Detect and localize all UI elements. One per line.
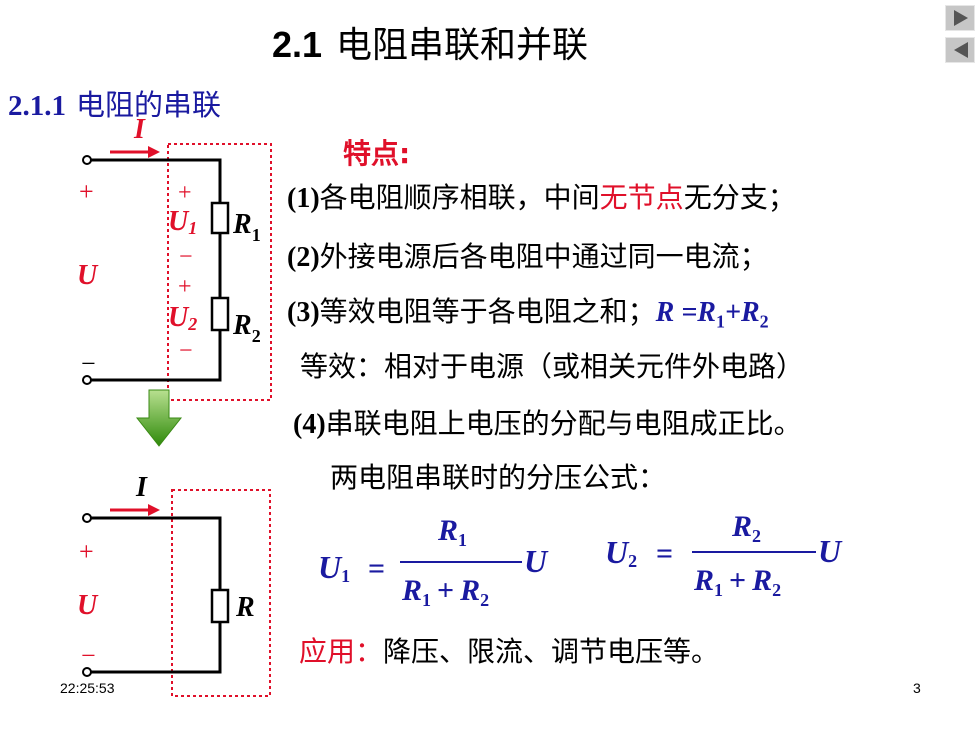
feature-item-4: (4)串联电阻上电压的分配与电阻成正比。	[293, 407, 802, 440]
u1-multiplier: U	[524, 543, 549, 579]
u2-denominator: R1+R2	[693, 564, 781, 600]
section-heading: 2.1.1 电阻的串联	[8, 82, 221, 124]
wire-bottom	[91, 330, 222, 382]
play-right-icon	[954, 10, 968, 26]
u1-equals: =	[368, 552, 385, 585]
section-number: 2.1.1	[8, 90, 66, 122]
next-slide-button[interactable]	[945, 5, 975, 31]
title-text: 电阻串联和并联	[336, 25, 589, 66]
u2-multiplier: U	[818, 533, 843, 569]
r-label: R	[235, 592, 255, 623]
r1-label: R1	[232, 209, 261, 245]
u2-minus: −	[179, 338, 193, 364]
feature-heading: 特点:	[343, 137, 411, 170]
current-label: I	[135, 472, 148, 503]
terminal-top	[82, 155, 92, 165]
source-minus: −	[81, 349, 96, 378]
u2-numerator: R2	[731, 510, 761, 546]
slide-title: 2.1 电阻串联和并联	[272, 16, 588, 68]
equivalent-note: 等效：相对于电源（或相关元件外电路）	[300, 350, 805, 383]
u2-equals: =	[656, 537, 673, 570]
u1-denominator: R1+R2	[401, 574, 489, 610]
equivalent-resistance-formula: R =R1+R2	[655, 297, 769, 332]
source-minus: −	[81, 641, 96, 670]
prev-slide-button[interactable]	[945, 37, 975, 63]
source-u-label: U	[77, 590, 99, 621]
source-plus: +	[79, 537, 94, 566]
series-box	[167, 143, 272, 401]
wire-bottom	[91, 622, 222, 674]
feature-item-1: (1)各电阻顺序相联，中间无节点无分支；	[287, 181, 796, 214]
slide-page-number: 3	[913, 680, 921, 696]
title-number: 2.1	[272, 24, 323, 65]
u2-plus: +	[178, 274, 192, 300]
application-line: 应用：降压、限流、调节电压等。	[299, 630, 719, 670]
source-plus: +	[79, 177, 94, 206]
voltage-divider-formulas: U1 = R1 R1+R2 U U2 = R2 R1+R2 U	[318, 510, 843, 610]
series-circuit-diagram: I + U − + U1 − R1 + U2 − R2	[77, 114, 272, 401]
application-label: 应用：	[299, 635, 384, 668]
feature-item-3: (3)等效电阻等于各电阻之和；R =R1+R2	[287, 295, 769, 332]
u1-numerator: R1	[437, 514, 467, 550]
u2-lhs: U2	[605, 534, 637, 571]
voltage-divider-heading: 两电阻串联时的分压公式：	[330, 461, 667, 494]
feature-item-2: (2)外接电源后各电阻中通过同一电流；	[287, 240, 768, 273]
slide-timestamp: 22:25:53	[60, 680, 115, 696]
u1-label: U1	[168, 206, 197, 238]
current-label: I	[133, 114, 146, 145]
current-arrowhead	[148, 504, 160, 516]
r2-label: R2	[232, 310, 261, 346]
source-u-label: U	[77, 260, 99, 291]
equivalent-circuit-diagram: I + U − R	[77, 472, 271, 697]
equivalent-arrow-icon	[135, 389, 183, 447]
section-text: 电阻的串联	[76, 88, 222, 122]
resistor-r	[210, 588, 230, 624]
resistor-r1	[210, 201, 230, 235]
resistor-r2	[210, 296, 230, 332]
u2-label: U2	[168, 302, 197, 334]
application-text: 降压、限流、调节电压等。	[383, 635, 720, 668]
equivalent-box	[171, 489, 271, 697]
terminal-top	[82, 513, 92, 523]
u1-minus: −	[179, 244, 193, 270]
u1-lhs: U1	[318, 549, 350, 586]
wire-top	[91, 158, 222, 203]
current-arrowhead	[148, 146, 160, 158]
highlight-no-node: 无节点	[599, 181, 684, 214]
wire-top	[91, 516, 222, 590]
play-left-icon	[954, 42, 968, 58]
u1-plus: +	[178, 180, 192, 206]
